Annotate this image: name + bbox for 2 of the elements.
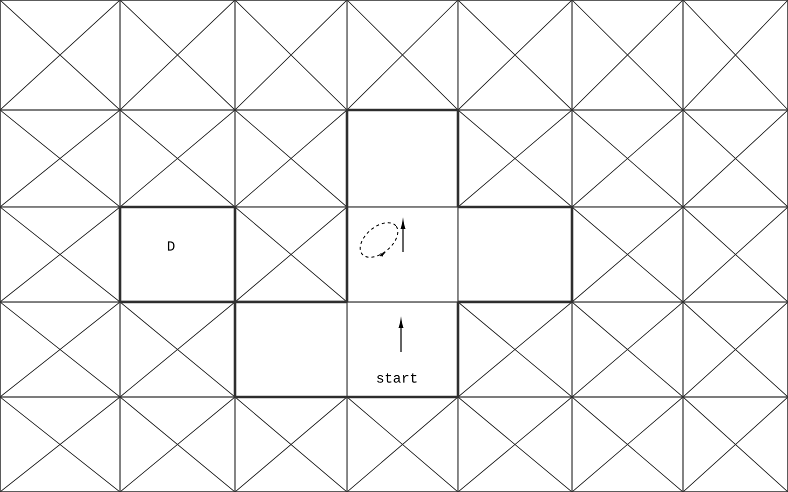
start-label: start (377, 373, 417, 383)
cell-label: D (168, 241, 174, 251)
